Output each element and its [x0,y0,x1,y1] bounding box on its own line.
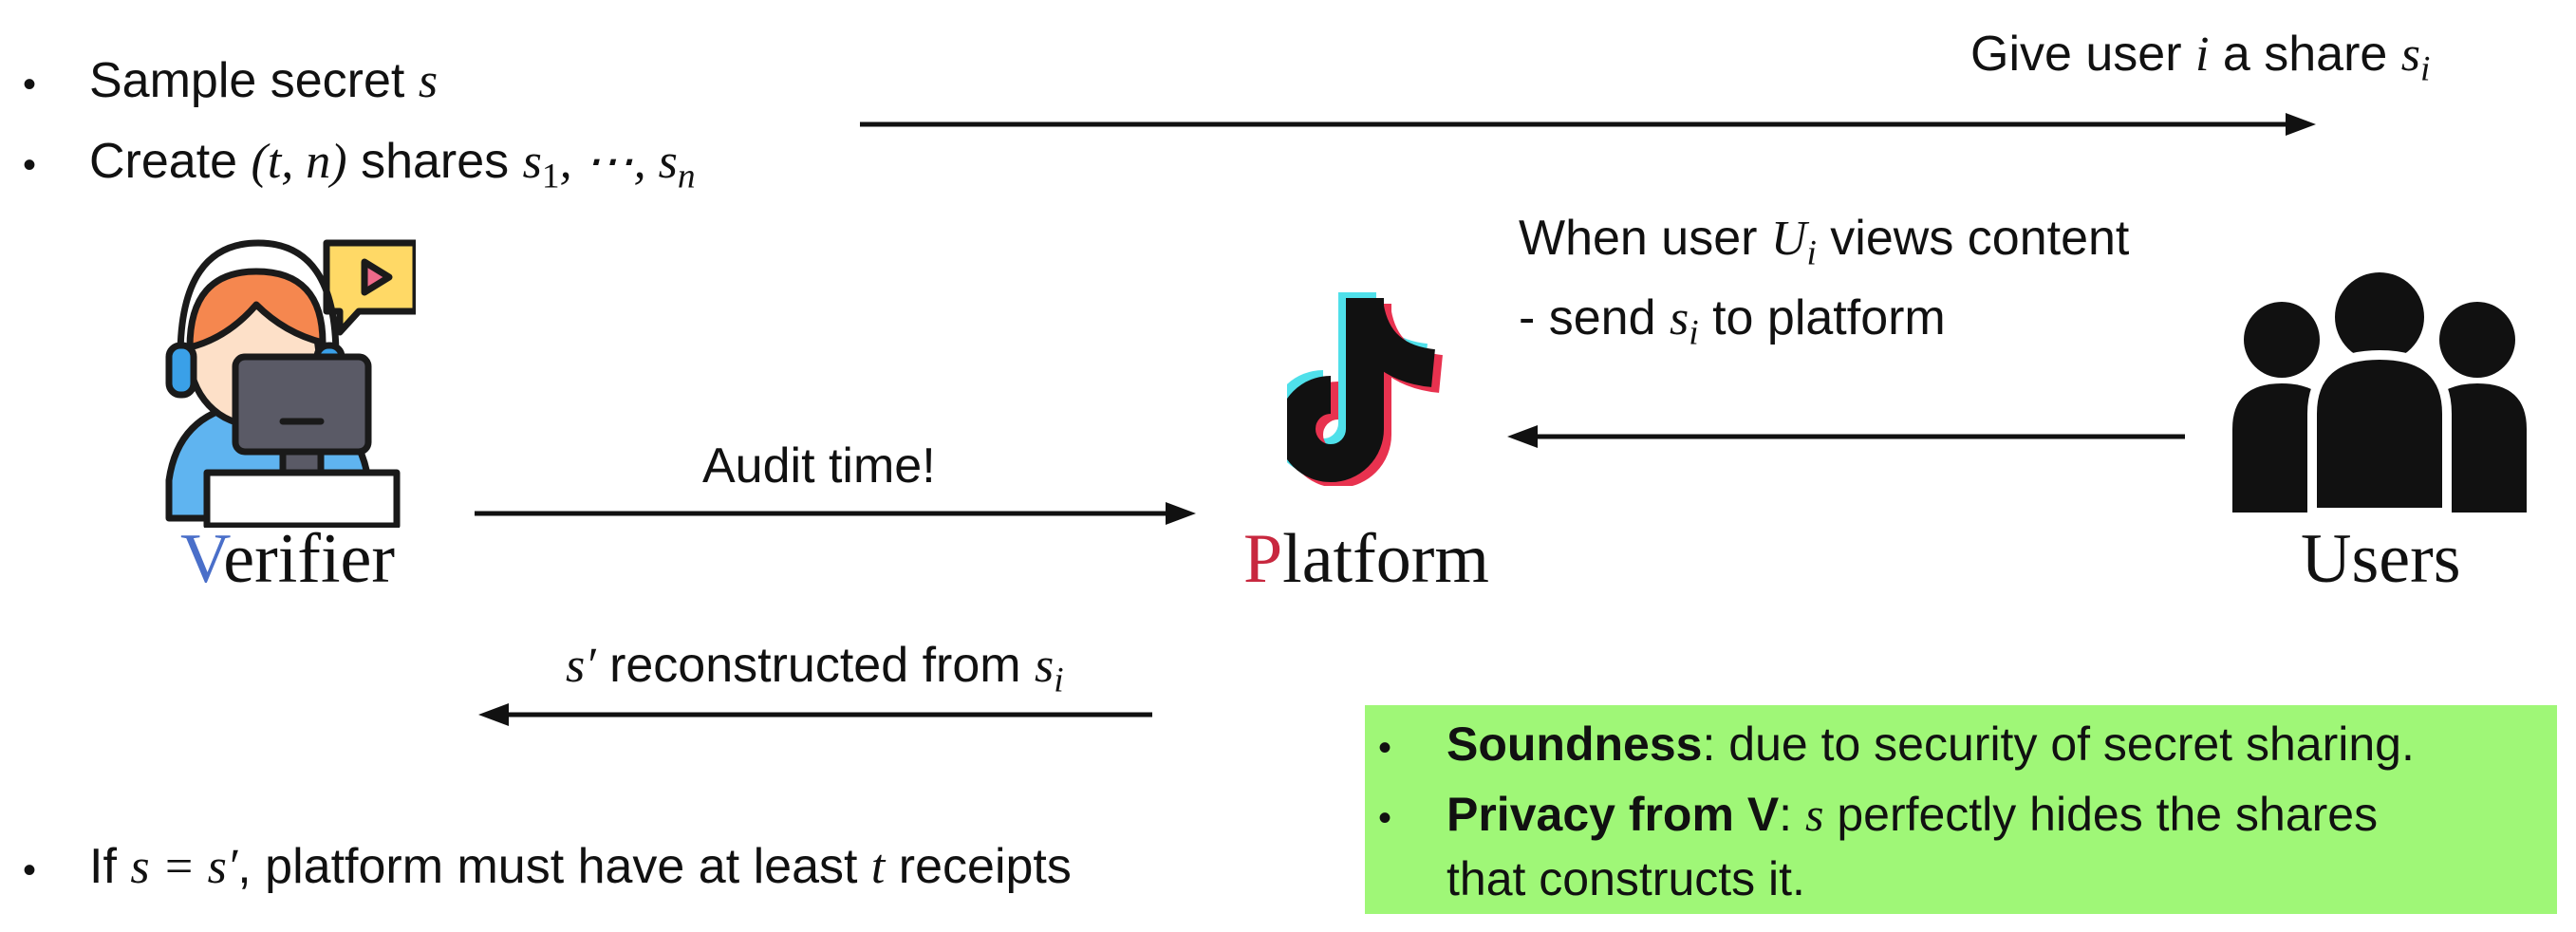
send-share-label: - send si to platform [1519,290,1946,353]
users-group-icon [2232,264,2527,513]
final-check: •If s = s′, platform must have at least … [23,839,1072,894]
bullet: • [1378,797,1392,839]
reconstruct-label: s′ reconstructed from si [566,638,1064,700]
properties-box: •Soundness: due to security of secret sh… [1365,705,2557,914]
arrow-verifier-to-platform [475,502,1196,525]
property-privacy-continued: that constructs it. [1447,852,1805,905]
platform-label: Platform [1243,520,1489,598]
verifier-gamer-icon [165,239,416,528]
verifier-step-sample: •Sample secret s [23,53,439,108]
property-privacy: •Privacy from V: s perfectly hides the s… [1378,788,2379,841]
arrow-users-to-platform [1507,425,2185,448]
arrow-platform-to-verifier [478,703,1152,726]
property-soundness: •Soundness: due to security of secret sh… [1378,718,2415,771]
users-label: Users [2301,520,2461,598]
bullet: • [23,64,37,105]
user-views-label: When user Ui views content [1519,211,2130,273]
arrow-verifier-to-users [860,113,2316,136]
tiktok-logo-icon [1287,292,1444,486]
give-share-label: Give user i a share si [1970,27,2431,89]
bullet: • [1378,727,1392,769]
bullet: • [23,144,37,186]
audit-label: Audit time! [702,438,936,494]
bullet: • [23,849,37,891]
verifier-label: Verifier [180,520,395,598]
verifier-step-create: •Create (t, n) shares s1, ⋯, sn [23,134,696,196]
